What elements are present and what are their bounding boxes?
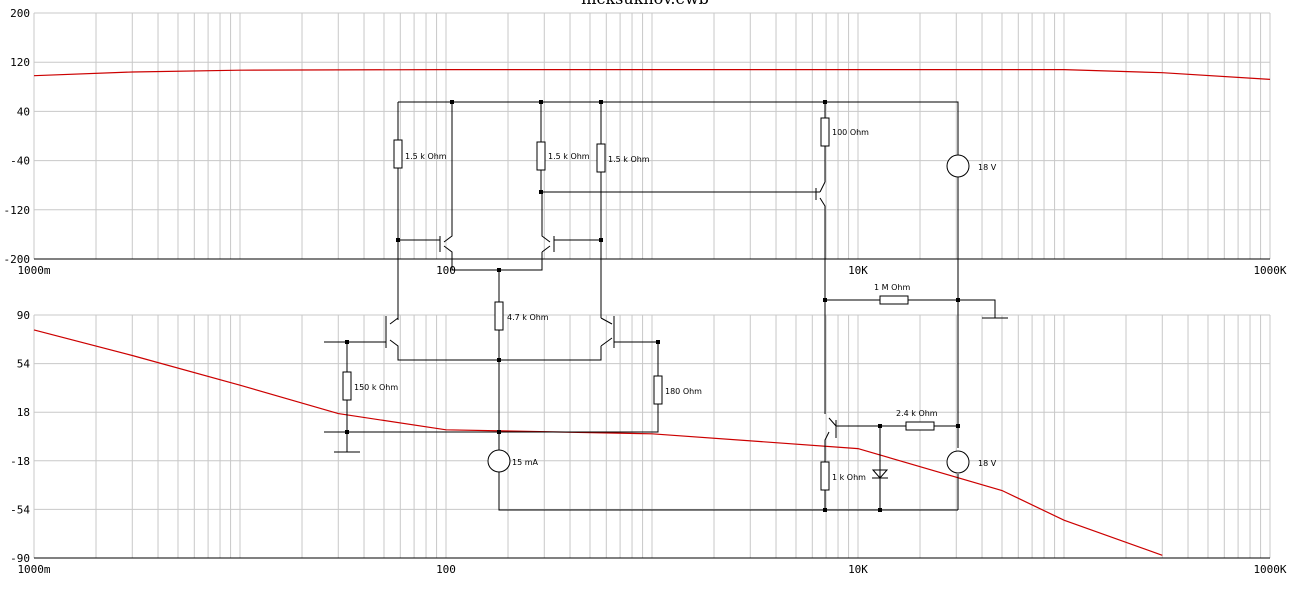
x-tick-label: 10K	[848, 563, 868, 576]
resistor-1-5k-right	[596, 143, 606, 173]
label-r-100: 100 Ohm	[832, 128, 869, 137]
resistor-180	[653, 375, 663, 405]
label-r-15k-left: 1.5 k Ohm	[405, 152, 447, 161]
x-tick-label: 1000K	[1253, 563, 1286, 576]
label-r-1m: 1 M Ohm	[874, 283, 910, 292]
x-tick-label: 10K	[848, 264, 868, 277]
wire-mid-branch	[540, 102, 820, 193]
wire-4-7k	[498, 270, 958, 511]
resistor-1-5k-left	[393, 139, 403, 169]
wire-150k	[334, 342, 360, 453]
x-tick-label: 100	[436, 264, 456, 277]
transistor-left	[439, 102, 543, 271]
voltage-source-top	[946, 154, 970, 178]
resistor-1-5k-mid	[536, 141, 546, 171]
wire-1m-ground	[825, 299, 1008, 319]
resistor-1k	[820, 461, 830, 491]
label-r-1k: 1 k Ohm	[832, 473, 866, 482]
wire-left-branch	[397, 102, 440, 320]
current-source	[487, 449, 511, 473]
output-stage-top	[815, 102, 826, 300]
x-tick-label: 100	[436, 563, 456, 576]
y-tick-label: -200	[4, 253, 31, 266]
zener-diode	[871, 469, 889, 479]
x-tick-label: 1000m	[17, 264, 50, 277]
label-r-47k: 4.7 k Ohm	[507, 313, 549, 322]
label-v-top: 18 V	[978, 163, 997, 172]
mirror-transistors	[385, 316, 615, 361]
label-r-15k-right: 1.5 k Ohm	[608, 155, 650, 164]
label-i-src: 15 mA	[512, 458, 539, 467]
y-tick-label: -54	[10, 503, 30, 516]
y-tick-label: -18	[10, 455, 30, 468]
y-tick-label: 54	[17, 358, 31, 371]
series-line	[33, 68, 1271, 80]
junction-nodes	[345, 100, 960, 512]
voltage-source-bottom	[946, 450, 970, 474]
window-title: nicksukhov.ewb	[581, 0, 709, 8]
x-tick-label: 1000K	[1253, 264, 1286, 277]
y-tick-label: 120	[10, 56, 30, 69]
resistor-100	[820, 117, 830, 147]
resistor-150k	[342, 371, 352, 401]
resistor-1m	[879, 295, 909, 305]
label-r-150k: 150 k Ohm	[354, 383, 398, 392]
y-tick-label: -90	[10, 552, 30, 565]
y-tick-label: 200	[10, 7, 30, 20]
x-tick-label: 1000m	[17, 563, 50, 576]
circuit-schematic: 1.5 k Ohm 1.5 k Ohm 1.5 k Ohm 100 Ohm 18…	[324, 100, 1008, 512]
resistor-4-7k	[494, 301, 504, 331]
y-tick-label: 18	[17, 406, 30, 419]
y-tick-label: -120	[4, 204, 31, 217]
label-r-15k-mid: 1.5 k Ohm	[548, 152, 590, 161]
y-tick-label: -40	[10, 155, 30, 168]
resistor-2-4k	[905, 421, 935, 431]
label-v-bot: 18 V	[978, 459, 997, 468]
label-r-180: 180 Ohm	[665, 387, 702, 396]
transistor-mid	[541, 192, 601, 253]
wire-top-rail	[398, 101, 959, 300]
label-r-24k: 2.4 k Ohm	[896, 409, 938, 418]
y-tick-label: 40	[17, 105, 30, 118]
y-tick-label: 90	[17, 309, 30, 322]
